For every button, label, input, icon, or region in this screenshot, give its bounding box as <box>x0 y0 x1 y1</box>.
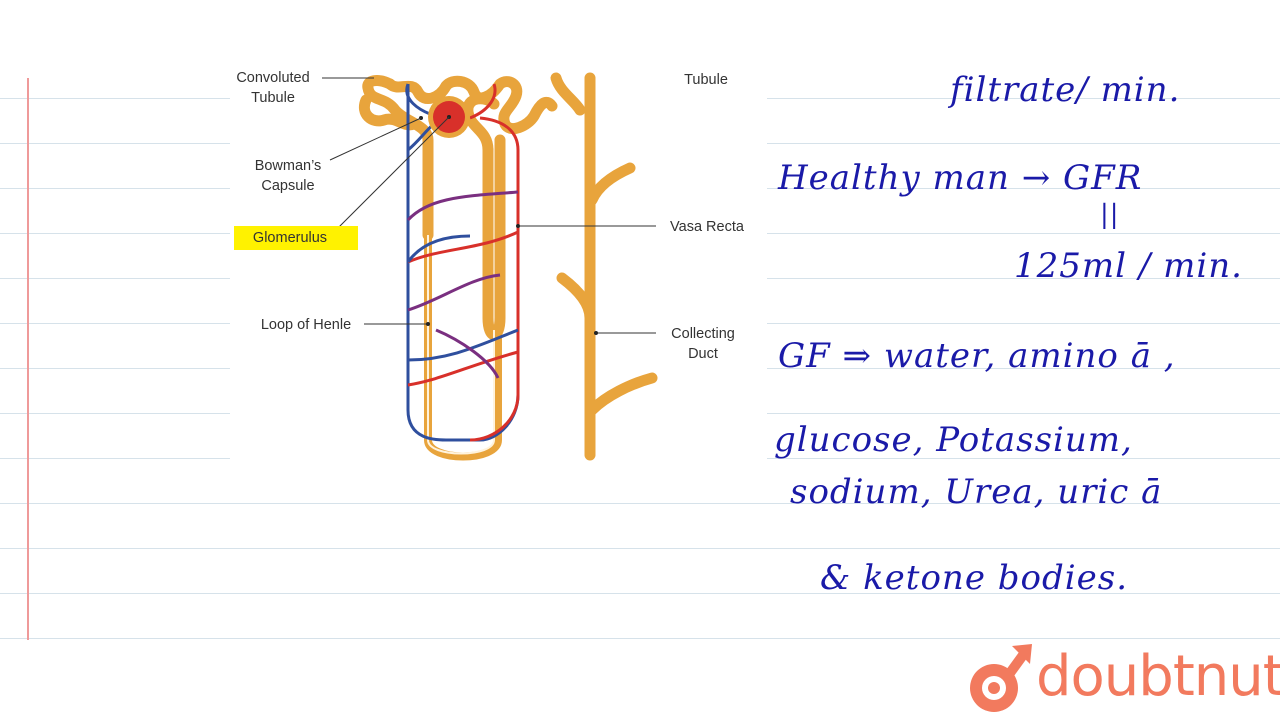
duct-pointer-dot <box>594 331 598 335</box>
doubtnut-logo: doubtnut <box>960 642 1280 720</box>
henle-pointer-dot <box>426 322 430 326</box>
ruled-line <box>0 548 1280 549</box>
leader-lines <box>322 77 656 334</box>
label-tubule-right: Tubule <box>684 72 728 88</box>
loop-inner-highlight <box>427 235 495 455</box>
label-collecting-line1: Collecting <box>671 326 735 342</box>
collecting-duct-shape <box>550 72 658 461</box>
label-bowmans-line1: Bowman’s <box>255 158 322 174</box>
doubtnut-logo-icon <box>970 644 1032 712</box>
margin-line <box>27 78 29 640</box>
doubtnut-logo-text: doubtnut <box>1036 644 1280 709</box>
glomerulus-highlight <box>234 226 358 250</box>
label-convoluted-line1: Convoluted <box>236 70 309 86</box>
ruled-line <box>0 593 1280 594</box>
label-convoluted-line2: Tubule <box>251 90 295 106</box>
ruled-line <box>0 503 1280 504</box>
label-vasa-recta: Vasa Recta <box>670 219 745 235</box>
label-bowmans-line2: Capsule <box>261 178 314 194</box>
label-loop-of-henle: Loop of Henle <box>261 317 351 333</box>
vasa-pointer-dot <box>516 224 520 228</box>
ruled-line <box>0 638 1280 639</box>
vasa-recta-vessels <box>405 83 520 442</box>
label-glomerulus: Glomerulus <box>253 230 327 246</box>
label-collecting-line2: Duct <box>688 346 718 362</box>
